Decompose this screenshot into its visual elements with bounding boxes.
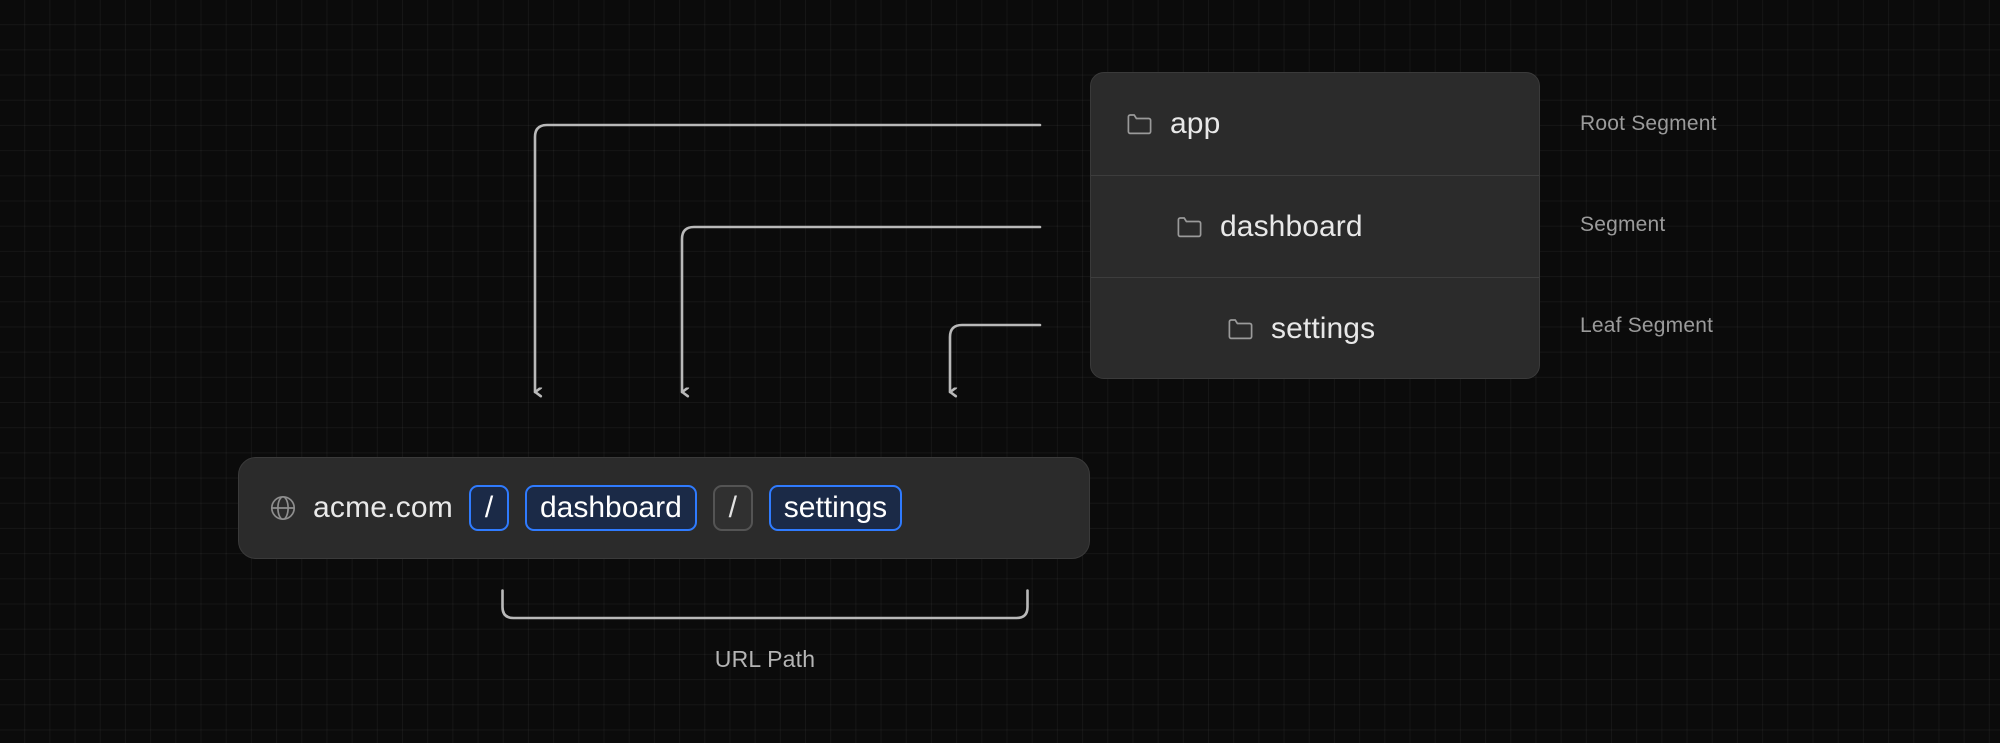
url-path-brace <box>501 589 1029 620</box>
folder-tree-card: app dashboard settings <box>1090 72 1540 379</box>
globe-icon <box>270 495 296 521</box>
connector-app <box>533 123 1042 392</box>
tree-row[interactable]: app <box>1091 73 1539 175</box>
url-host: acme.com <box>313 491 453 524</box>
folder-icon <box>1127 114 1152 135</box>
annotation-segment: Segment <box>1580 213 1666 236</box>
connector-settings <box>948 323 1042 392</box>
folder-icon <box>1177 216 1202 237</box>
url-segment-settings[interactable]: settings <box>768 485 903 531</box>
annotation-root-segment: Root Segment <box>1580 112 1717 135</box>
url-separator-1[interactable]: / <box>468 485 509 531</box>
annotation-leaf-segment: Leaf Segment <box>1580 314 1714 337</box>
folder-icon <box>1228 318 1253 339</box>
connector-dashboard <box>680 225 1042 392</box>
url-segment-dashboard[interactable]: dashboard <box>524 485 697 531</box>
tree-row[interactable]: settings <box>1091 277 1539 378</box>
url-path-label: URL Path <box>714 646 816 672</box>
url-separator-2[interactable]: / <box>712 485 753 531</box>
tree-row-label: settings <box>1271 311 1376 345</box>
tree-row-label: app <box>1170 107 1221 140</box>
url-bar[interactable]: acme.com / dashboard / settings <box>238 457 1090 559</box>
tree-row-label: dashboard <box>1220 209 1363 243</box>
tree-row[interactable]: dashboard <box>1091 175 1539 277</box>
